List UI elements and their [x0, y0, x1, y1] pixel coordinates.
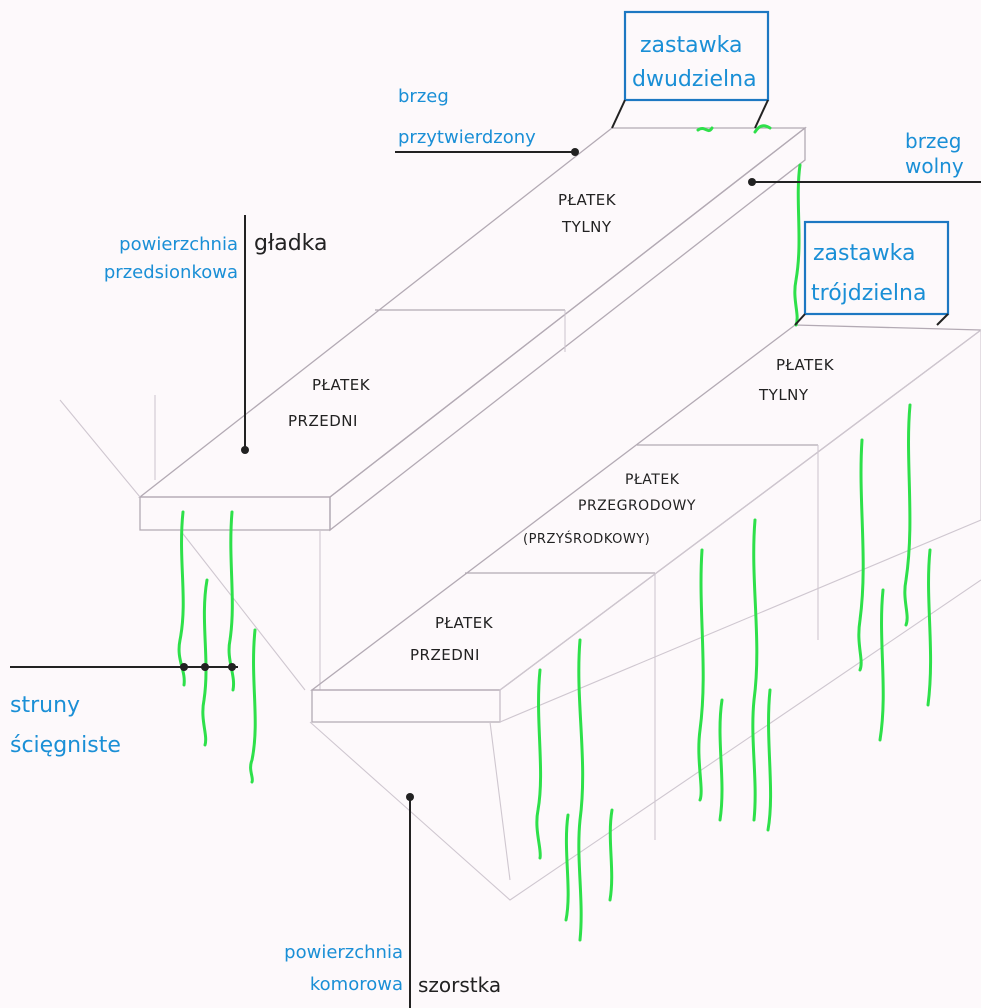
leaflet-mitral-anterior: PŁATEK PRZEDNI	[288, 376, 371, 430]
label-powierzchnia-przedsionkowa-1: powierzchnia	[119, 234, 238, 255]
chorda	[608, 808, 614, 902]
label-brzeg-przytwierdzony-1: brzeg	[398, 86, 449, 107]
tricuspid-under-vertical	[489, 721, 511, 881]
leaflet-label-line: PRZEGRODOWY	[578, 498, 696, 514]
label-struny-sciegniste-2: ścięgniste	[10, 733, 121, 758]
leaflet-label-line: TYLNY	[758, 386, 809, 404]
chorda	[766, 688, 773, 832]
box-zastawka-dwudzielna: zastawka dwudzielna	[611, 10, 770, 129]
chorda	[857, 438, 865, 672]
label-zastawka-dwudzielna-2: dwudzielna	[632, 67, 757, 92]
leader-dot	[228, 663, 236, 671]
leader-dot	[241, 446, 249, 454]
leaflet-label-line: PŁATEK	[312, 376, 371, 394]
chorda	[718, 698, 724, 822]
label-brzeg-wolny-2: wolny	[905, 154, 964, 178]
label-gladka: gładka	[254, 231, 328, 256]
leader-dot	[406, 793, 414, 801]
label-brzeg-przytwierdzony-2: przytwierdzony	[398, 127, 536, 148]
tricuspid-front-face	[311, 689, 501, 723]
label-powierzchnia-komorowa-1: powierzchnia	[284, 942, 403, 963]
tricuspid-valve-slab	[309, 324, 981, 901]
mitral-front-face	[139, 496, 331, 531]
mitral-under-line	[179, 529, 306, 691]
leaflet-label-line: TYLNY	[561, 218, 612, 236]
chorda	[249, 628, 257, 784]
label-zastawka-trojdzielna-2: trójdzielna	[811, 281, 926, 306]
chorda	[227, 510, 236, 692]
leader-dot	[571, 148, 579, 156]
leaflet-tricuspid-septal: PŁATEK PRZEGRODOWY (PRZYŚRODKOWY)	[523, 472, 696, 547]
box-frame	[623, 10, 770, 102]
label-zastawka-trojdzielna-1: zastawka	[813, 241, 915, 266]
leaflet-tricuspid-anterior: PŁATEK PRZEDNI	[410, 614, 494, 664]
chorda	[903, 403, 912, 627]
tricuspid-side-face	[499, 329, 981, 723]
label-struny-sciegniste-1: struny	[10, 693, 80, 718]
box-zastawka-trojdzielna: zastawka trójdzielna	[794, 220, 950, 326]
chorda	[926, 548, 933, 707]
chordae-tendineae	[177, 124, 933, 942]
chorda	[878, 588, 885, 742]
chorda	[753, 124, 772, 134]
label-brzeg-wolny-1: brzeg	[905, 129, 961, 153]
leaflet-label-line: PŁATEK	[776, 356, 835, 374]
chorda	[697, 548, 705, 802]
box-frame	[803, 220, 950, 316]
leaflet-tricuspid-posterior: PŁATEK TYLNY	[758, 356, 835, 404]
mitral-top-face	[138, 127, 807, 498]
leaflet-label-line: PŁATEK	[625, 472, 680, 488]
leaflet-label-line: PRZEDNI	[288, 412, 358, 430]
label-powierzchnia-przedsionkowa-2: przedsionkowa	[104, 262, 238, 283]
leader-dot	[201, 663, 209, 671]
leaflet-label-line: PŁATEK	[558, 191, 617, 209]
leader-lines	[10, 148, 981, 1008]
mitral-side-face	[329, 126, 806, 532]
chorda	[793, 163, 802, 327]
leaflet-label-line: PŁATEK	[435, 614, 494, 632]
leaflet-mitral-posterior: PŁATEK TYLNY	[558, 191, 617, 236]
leader-dot	[748, 178, 756, 186]
box-tick-left	[794, 313, 806, 326]
chorda	[696, 126, 714, 133]
tricuspid-under-line	[309, 579, 981, 901]
chorda	[535, 668, 543, 860]
mitral-wall-line-left	[59, 399, 141, 498]
box-tick-right	[936, 313, 949, 326]
chorda	[751, 518, 759, 822]
chorda	[177, 510, 186, 687]
leaflet-label-line: PRZEDNI	[410, 646, 480, 664]
chorda	[564, 813, 570, 922]
box-tick-left	[611, 99, 626, 129]
leader-dot	[180, 663, 188, 671]
label-szorstka: szorstka	[418, 973, 501, 997]
box-tick-right	[754, 99, 769, 129]
leaflet-label-line: (PRZYŚRODKOWY)	[523, 531, 650, 547]
chorda	[201, 578, 209, 747]
label-zastawka-dwudzielna-1: zastawka	[640, 33, 742, 58]
chorda	[577, 638, 585, 942]
mitral-valve-slab	[59, 126, 807, 691]
label-powierzchnia-komorowa-2: komorowa	[310, 974, 403, 995]
